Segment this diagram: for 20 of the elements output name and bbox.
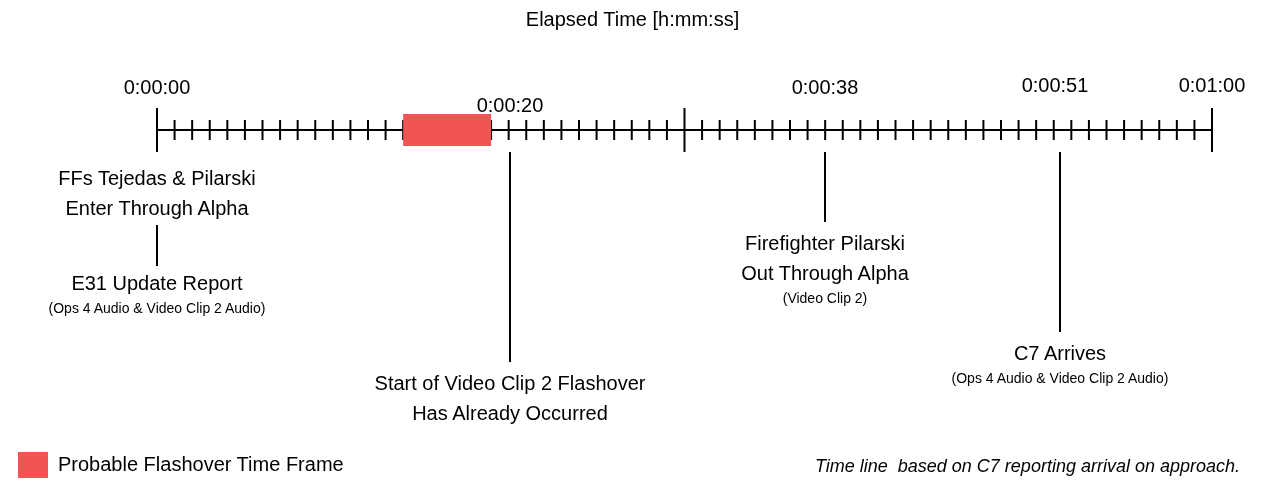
source-note: (Ops 4 Audio & Video Clip 2 Audio) [950,369,1170,388]
connector-line [824,151,826,223]
tick-label: 0:01:00 [1178,74,1246,97]
event-label: C7 Arrives [1012,341,1108,366]
connector-line [156,224,158,267]
tick-label: 0:00:00 [123,76,191,99]
event-label: Firefighter Pilarski Out Through Alpha [740,231,910,286]
tick-label: 0:00:20 [476,94,544,117]
connector-line [1059,151,1061,333]
event-label: Start of Video Clip 2 Flashover Has Already Occurred [373,371,647,426]
source-note: (Ops 4 Audio & Video Clip 2 Audio) [47,299,267,318]
event-label: E31 Update Report [70,271,244,296]
tick-label: 0:00:38 [791,76,859,99]
legend-label: Probable Flashover Time Frame [58,453,344,476]
source-note: (Video Clip 2) [781,289,869,308]
axis-title: Elapsed Time [h:mm:ss] [524,8,741,31]
tick-label: 0:00:51 [1021,74,1089,97]
connector-line [509,151,511,363]
footnote: Time line based on C7 reporting arrival on approach. [814,456,1240,477]
event-label: FFs Tejedas & Pilarski Enter Through Alpha [57,166,257,221]
